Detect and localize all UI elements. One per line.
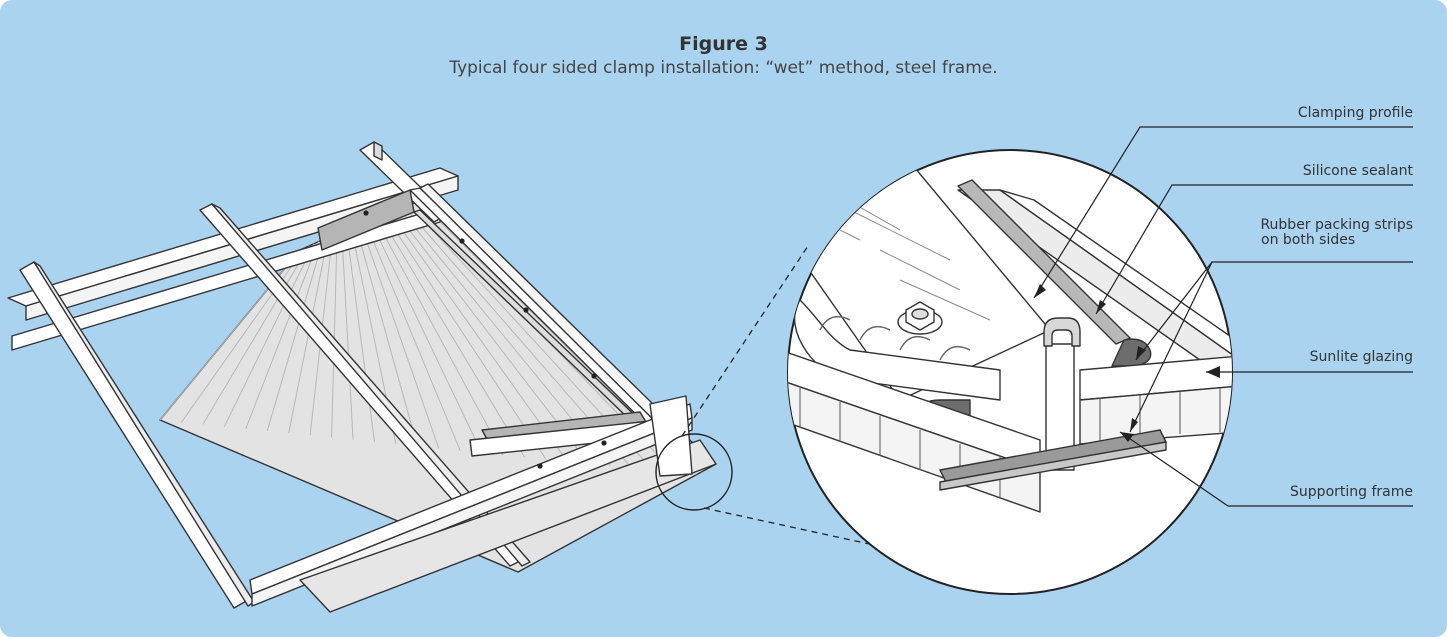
- sheet-flute-line: [359, 222, 440, 449]
- label-rubber-packing-line1: Rubber packing strips: [1260, 217, 1413, 233]
- sheet-flute-line: [364, 220, 461, 451]
- sheet-flute-line: [266, 239, 324, 432]
- sheet-flute-line: [369, 218, 483, 454]
- sheet-flute-line: [387, 210, 568, 462]
- sheet-flute-line: [341, 231, 354, 440]
- sheet-flute-line: [181, 247, 306, 423]
- detail-marker-circle: [655, 433, 733, 511]
- bolts: [363, 210, 607, 469]
- sheet-flute-line: [378, 214, 526, 458]
- overview-assembly: [7, 141, 733, 613]
- label-silicone-sealant: Silicone sealant: [1302, 163, 1413, 179]
- leader-supporting-frame: [1119, 431, 1413, 507]
- label-rubber-packing: Rubber packing strips on both sides: [1173, 218, 1413, 248]
- label-clamping-profile: Clamping profile: [1297, 105, 1413, 121]
- sheet-flute-line: [355, 224, 418, 447]
- label-rubber-packing-line2: on both sides: [1261, 232, 1356, 248]
- leader-silicone-sealant: [1095, 184, 1413, 315]
- figure-title: Figure 3: [679, 33, 768, 55]
- sheet-flute-line: [383, 212, 547, 460]
- figure-subtitle: Typical four sided clamp installation: “…: [449, 58, 998, 78]
- leader-clamping-profile: [1033, 126, 1413, 299]
- sheet-flute-line: [202, 245, 310, 425]
- label-sunlite-glazing: Sunlite glazing: [1309, 349, 1413, 365]
- sheet-flute-line: [373, 216, 504, 456]
- label-supporting-frame: Supporting frame: [1290, 484, 1413, 500]
- sheet-flute-line: [331, 233, 338, 438]
- sheet-flute-line: [245, 241, 320, 429]
- sheet-flute-line: [223, 243, 315, 427]
- leader-arrowheads: [1034, 284, 1220, 442]
- sheet-flute-line: [345, 229, 375, 442]
- callout-leaders: [1033, 126, 1413, 507]
